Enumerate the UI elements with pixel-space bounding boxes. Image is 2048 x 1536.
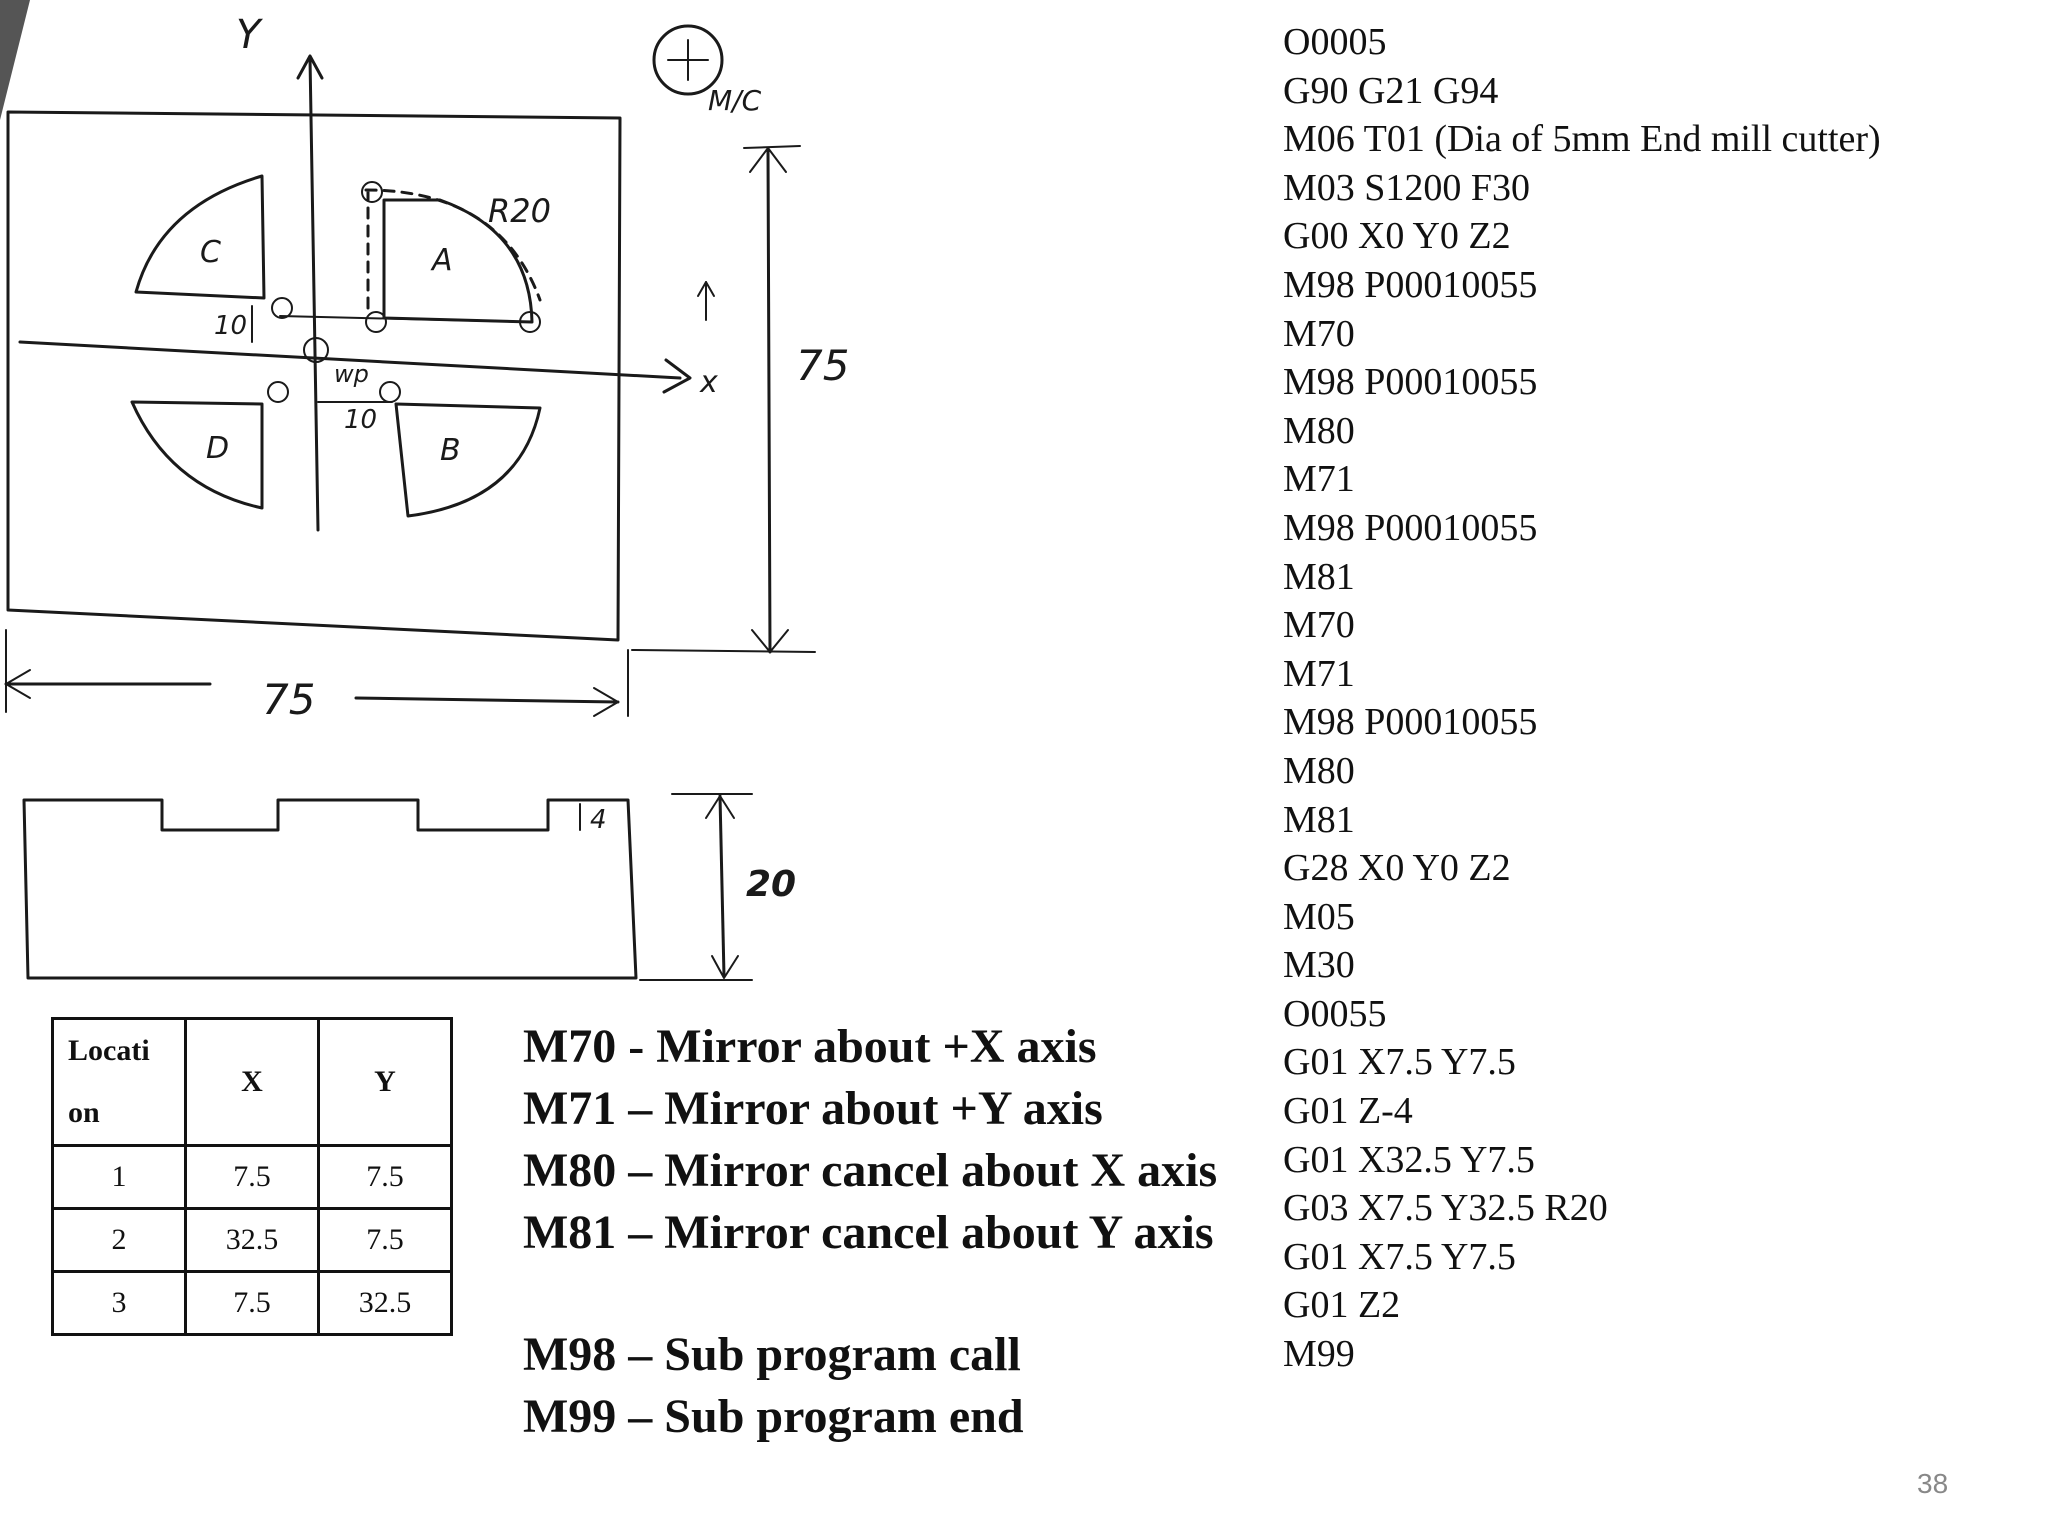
program-line: M30 — [1283, 944, 1355, 987]
y-header: Y — [317, 1017, 453, 1147]
table-row: 3 7.5 32.5 — [51, 1270, 453, 1336]
radius-label: R20 — [488, 192, 551, 230]
program-line: M81 — [1283, 555, 1355, 598]
table-cell: 7.5 — [184, 1270, 320, 1336]
pocket-c-label: C — [200, 235, 221, 270]
pocket-a-label: A — [430, 243, 453, 278]
program-line: M05 — [1283, 895, 1355, 938]
program-line: M98 P00010055 — [1283, 263, 1538, 306]
legend-m71: M71 – Mirror about +Y axis — [523, 1082, 1103, 1135]
program-line: M71 — [1283, 458, 1355, 501]
program-line: M98 P00010055 — [1283, 361, 1538, 404]
pocket-depth-dimension: 4 — [590, 805, 607, 835]
program-line: M03 S1200 F30 — [1283, 166, 1531, 209]
x-axis-arrow — [662, 358, 692, 394]
program-line: M70 — [1283, 604, 1355, 647]
program-line: G01 Z-4 — [1283, 1090, 1413, 1133]
machine-zero-symbol — [652, 24, 724, 96]
workpiece-top-view — [6, 110, 622, 642]
table-row: 2 32.5 7.5 — [51, 1207, 453, 1273]
table-cell: 3 — [51, 1270, 187, 1336]
program-line: G01 Z2 — [1283, 1284, 1401, 1327]
table-cell: 7.5 — [317, 1144, 453, 1210]
program-line: M98 P00010055 — [1283, 701, 1538, 744]
table-cell: 2 — [51, 1207, 187, 1273]
y-axis-arrow — [296, 54, 324, 80]
page-number: 38 — [1917, 1468, 1949, 1499]
program-line: G00 X0 Y0 Z2 — [1283, 215, 1511, 258]
legend-m99: M99 – Sub program end — [523, 1390, 1024, 1443]
legend-m80: M80 – Mirror cancel about X axis — [523, 1144, 1218, 1197]
hand-drawn-sketch: Y x M/C A R20 C D B wp 10 10 75 7 — [0, 0, 849, 981]
paper-shadow — [0, 0, 30, 120]
program-line: G01 X7.5 Y7.5 — [1283, 1235, 1516, 1278]
y-axis — [308, 56, 320, 532]
table-cell: 32.5 — [184, 1207, 320, 1273]
program-line: O0005 — [1283, 21, 1387, 63]
program-line: M06 T01 (Dia of 5mm End mill cutter) — [1283, 118, 1881, 161]
offset-x-dimension: 10 — [344, 405, 377, 435]
program-line: M70 — [1283, 312, 1355, 355]
table-row: 1 7.5 7.5 — [51, 1144, 453, 1210]
table-cell: 7.5 — [184, 1144, 320, 1210]
program-line: O0055 — [1283, 992, 1387, 1035]
x-axis — [18, 340, 682, 380]
pocket-b-label: B — [440, 433, 461, 468]
program-line: G01 X32.5 Y7.5 — [1283, 1138, 1535, 1181]
total-depth-dimension: 20 — [746, 864, 796, 905]
workpiece-side-view — [22, 798, 638, 980]
x-axis-label: x — [699, 365, 718, 400]
machine-mark-label: M/C — [708, 84, 762, 117]
program-line: G01 X7.5 Y7.5 — [1283, 1041, 1516, 1084]
origin-label: wp — [334, 360, 369, 388]
program-line: M99 — [1283, 1333, 1355, 1376]
table-cell: 32.5 — [317, 1270, 453, 1336]
pocket-d-label: D — [206, 431, 229, 466]
width-dimension: 75 — [262, 675, 315, 724]
legend-m81: M81 – Mirror cancel about Y axis — [523, 1206, 1214, 1259]
program-line: G90 G21 G94 — [1283, 69, 1499, 112]
program-line: M81 — [1283, 798, 1355, 841]
origin-point — [303, 337, 329, 363]
offset-y-dimension: 10 — [214, 311, 247, 341]
height-dimension-line — [766, 148, 772, 654]
location-point-1 — [365, 311, 387, 333]
program-line: G28 X0 Y0 Z2 — [1283, 847, 1511, 890]
program-line: M71 — [1283, 652, 1355, 695]
table-cell: 1 — [51, 1144, 187, 1210]
program-line: M80 — [1283, 409, 1355, 452]
x-header: X — [184, 1017, 320, 1147]
height-dimension: 75 — [796, 341, 849, 390]
program-line: G03 X7.5 Y32.5 R20 — [1283, 1187, 1608, 1230]
y-axis-label: Y — [236, 12, 264, 58]
location-point-3 — [361, 181, 383, 203]
legend-m70: M70 - Mirror about +X axis — [523, 1020, 1097, 1073]
m-code-legend: M70 - Mirror about +X axis M71 – Mirror … — [523, 1016, 1217, 1448]
pocket-d — [130, 400, 264, 510]
pocket-b — [394, 402, 542, 518]
pocket-c — [134, 174, 266, 300]
table-cell: 7.5 — [317, 1207, 453, 1273]
program-line: M98 P00010055 — [1283, 506, 1538, 549]
depth-dimension-line — [718, 794, 726, 978]
legend-m98: M98 – Sub program call — [523, 1328, 1021, 1381]
program-line: M80 — [1283, 749, 1355, 792]
